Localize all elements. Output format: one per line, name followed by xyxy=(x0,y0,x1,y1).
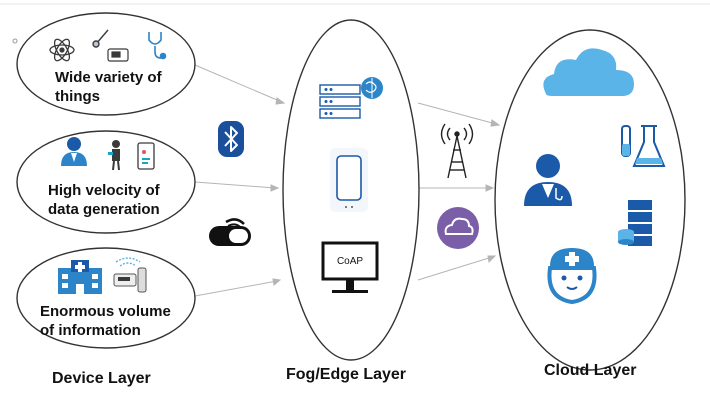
device-ellipse-variety xyxy=(16,12,196,116)
device-item-label-variety: Wide variety of things xyxy=(55,68,162,106)
corner-dot xyxy=(12,38,18,44)
stethoscope-tool-icon xyxy=(92,29,109,48)
volume-line2: of information xyxy=(40,322,141,339)
fog-layer-title: Fog/Edge Layer xyxy=(286,366,407,383)
variety-line1: Wide variety of xyxy=(55,69,162,86)
stethoscope-icon xyxy=(148,32,167,60)
coap-label: CoAP xyxy=(336,256,364,267)
doctor-icon xyxy=(61,137,87,166)
device-item-label-volume: Enormous volume of information xyxy=(40,302,171,340)
bluetooth-icon xyxy=(218,121,244,157)
mobile-phone-icon xyxy=(330,148,368,212)
cloud-doctor-icon xyxy=(524,154,572,206)
signal-tower-icon xyxy=(440,123,474,179)
brain-icon xyxy=(361,77,383,99)
coap-monitor-icon xyxy=(321,241,379,293)
velocity-line2: data generation xyxy=(48,201,160,218)
device-item-label-velocity: High velocity of data generation xyxy=(48,181,160,219)
wireless-sensor-icon xyxy=(113,257,147,293)
volume-line1: Enormous volume xyxy=(40,303,171,320)
wifi-icon xyxy=(209,218,251,246)
hand-device-icon xyxy=(107,48,129,62)
cloud-layer-ellipse xyxy=(494,29,686,371)
wearable-person-icon xyxy=(108,140,120,171)
variety-line2: things xyxy=(55,88,100,105)
nurse-icon xyxy=(547,248,597,305)
hospital-icon xyxy=(58,260,102,294)
lab-flask-icon xyxy=(621,125,666,167)
database-icon xyxy=(618,200,652,246)
fog-to-cloud-arrows xyxy=(417,102,501,281)
velocity-line1: High velocity of xyxy=(48,182,160,199)
smartphone-app-icon xyxy=(137,142,155,170)
cloud-badge-icon xyxy=(437,207,479,249)
cloud-layer-title: Cloud Layer xyxy=(544,362,637,379)
cloud-icon xyxy=(543,48,634,96)
atom-icon xyxy=(49,38,75,62)
device-layer-title: Device Layer xyxy=(52,370,151,387)
device-to-fog-arrows xyxy=(194,64,286,297)
server-rack-icon xyxy=(319,84,361,119)
